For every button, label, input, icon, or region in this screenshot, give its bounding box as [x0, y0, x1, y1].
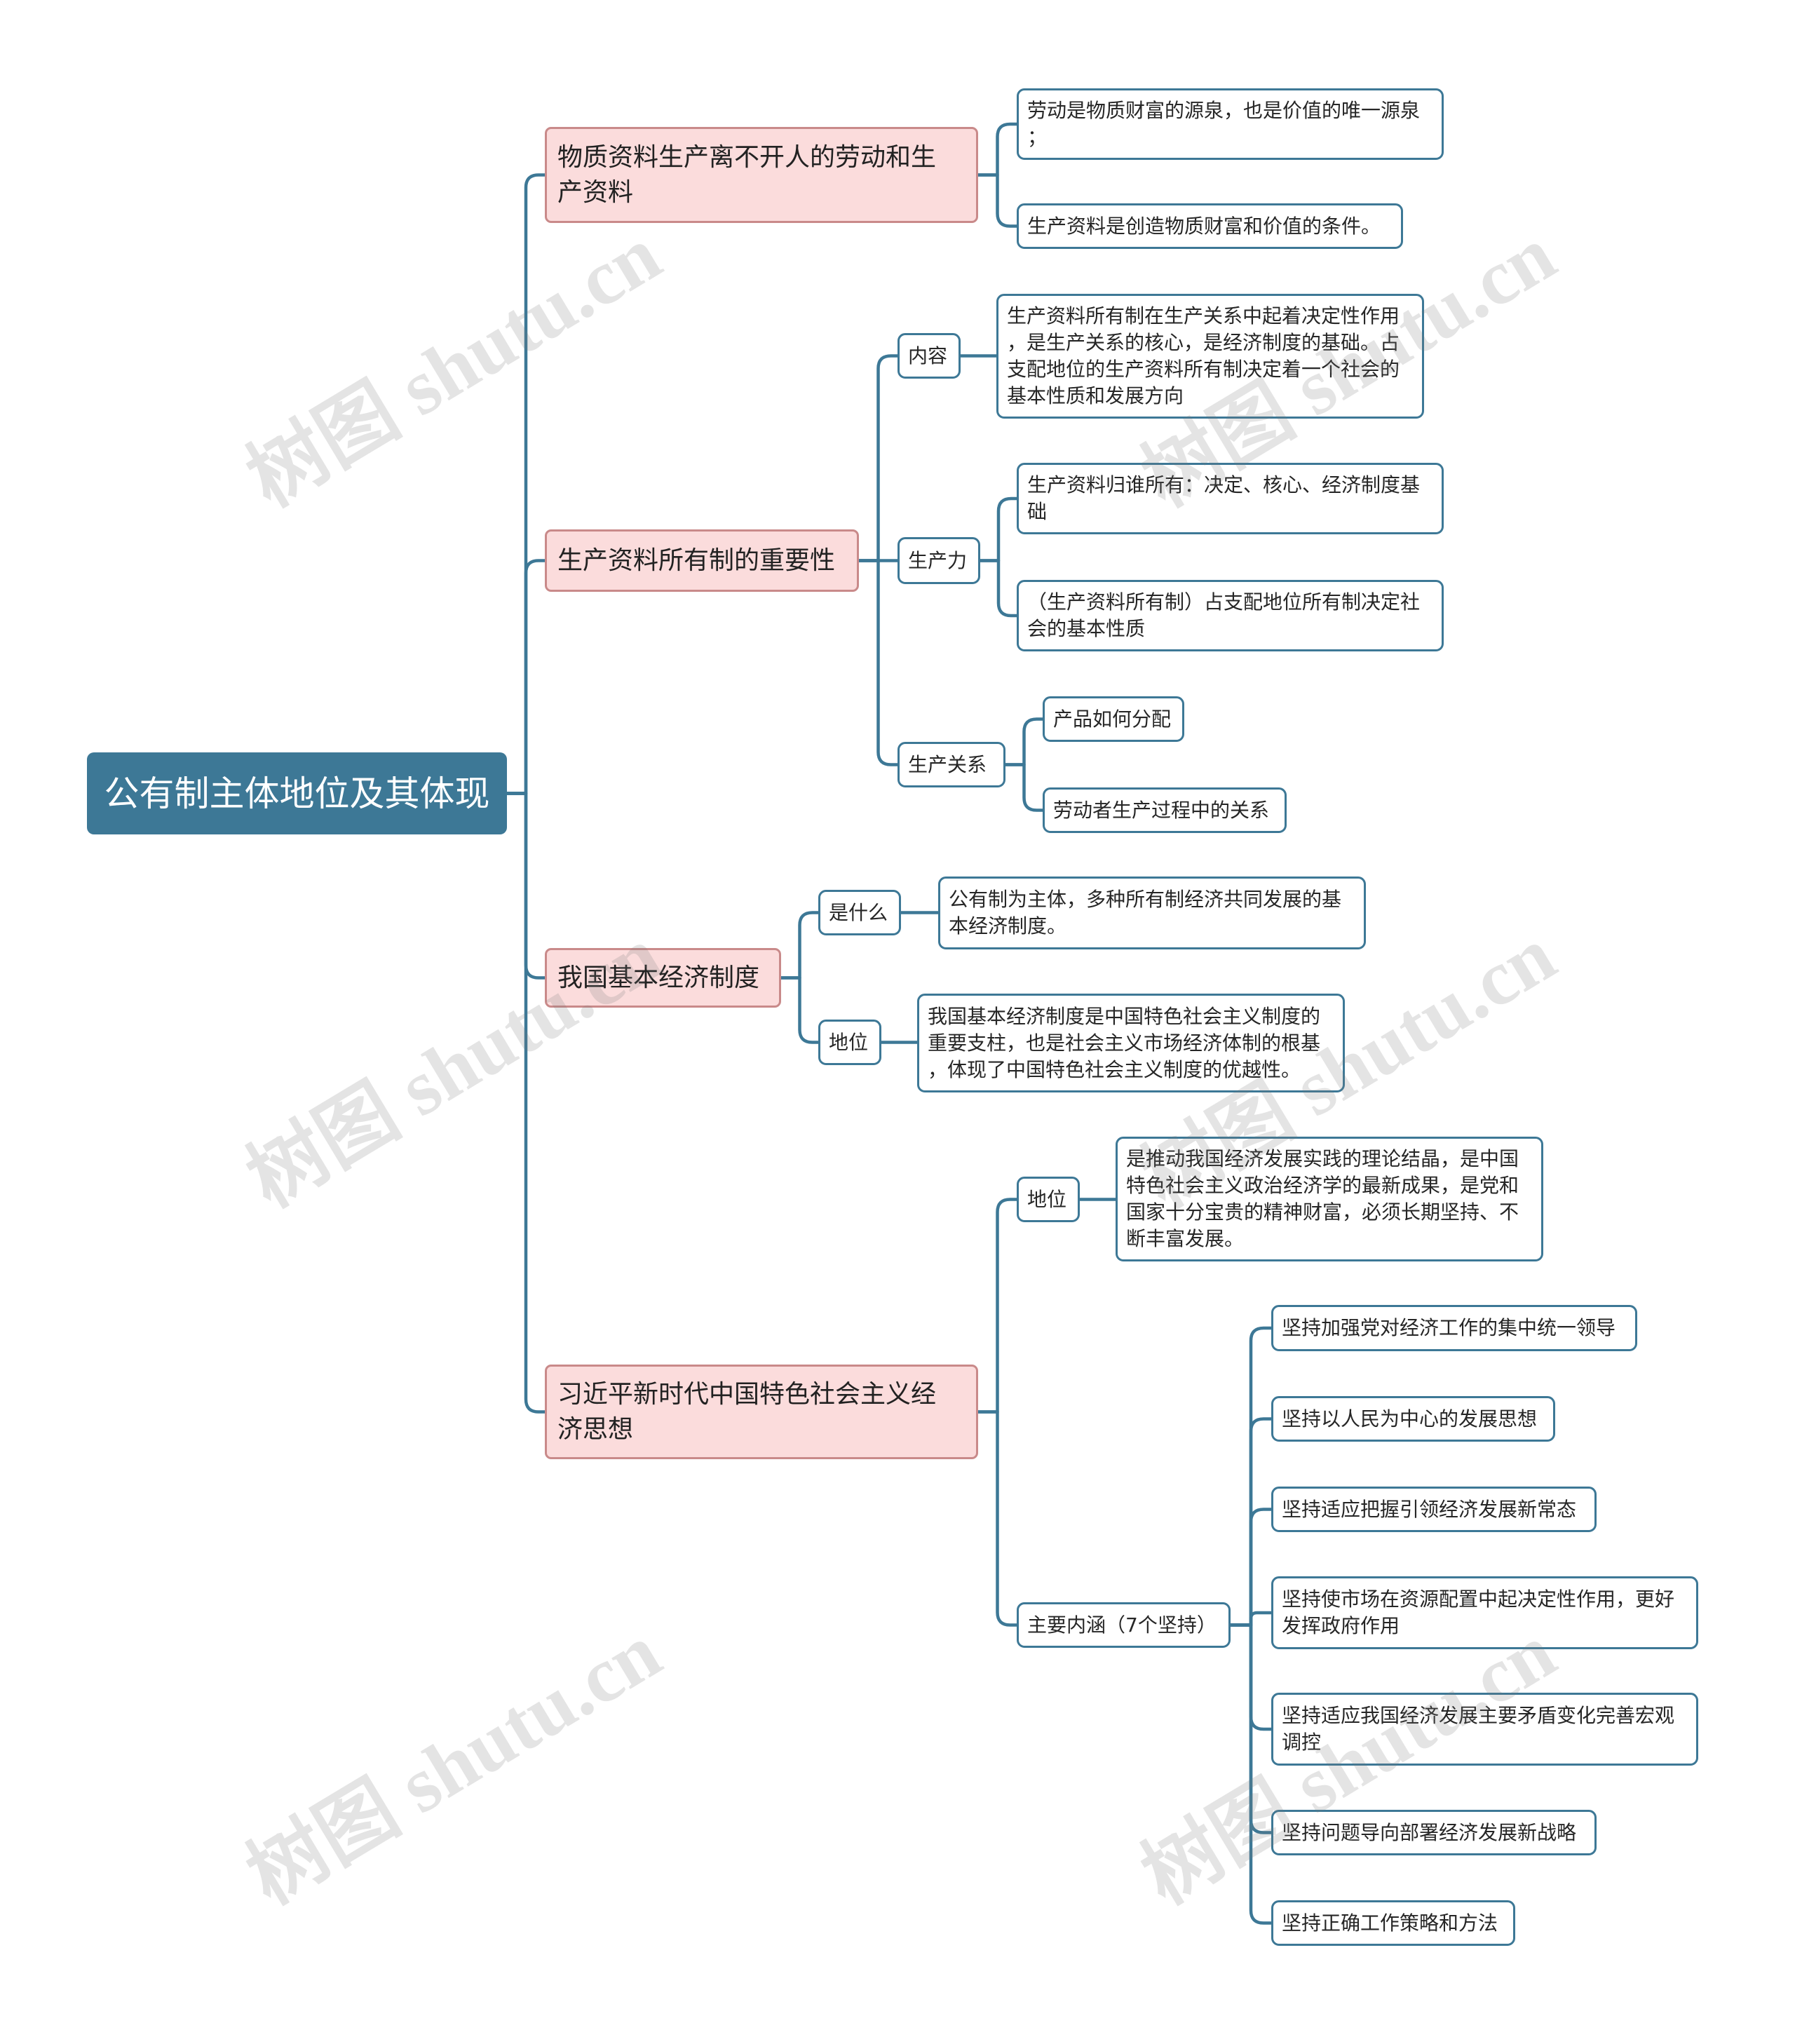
node-text-line: 坚持问题导向部署经济发展新战略 [1282, 1820, 1577, 1844]
node-text-line: 坚持以人民为中心的发展思想 [1282, 1407, 1538, 1430]
node-text-line: 国家十分宝贵的精神财富，必须长期坚持、不 [1126, 1200, 1519, 1224]
connector-line [1003, 717, 1045, 766]
connector-line [1228, 1326, 1273, 1627]
node-text-line: 生产资料所有制的重要性 [557, 546, 836, 575]
central-topic-label: 公有制主体地位及其体现 [104, 773, 490, 814]
node-text-line: 发挥政府作用 [1282, 1614, 1400, 1637]
topic-basic-economic-system: 我国基本经济制度 [545, 948, 781, 1008]
subtopic-product-distribution: 产品如何分配 [1043, 696, 1184, 742]
connector-line [505, 559, 547, 795]
subtopic-persist-5: 坚持适应我国经济发展主要矛盾变化完善宏观 调控 [1271, 1693, 1698, 1766]
connector-line [857, 354, 900, 562]
connector-line [505, 792, 547, 1414]
subtopic-basic-system-status: 我国基本经济制度是中国特色社会主义制度的 重要支柱，也是社会主义市场经济体制的根… [917, 994, 1345, 1092]
connector-line [976, 1410, 1019, 1627]
node-text-line: 产品如何分配 [1053, 707, 1172, 731]
connector-line [779, 976, 820, 1044]
node-text-line: 地位 [1027, 1187, 1067, 1211]
node-text-line: 物质资料生产离不开人的劳动和生 [557, 142, 937, 172]
subtopic-who-owns-means: 生产资料归谁所有：决定、核心、经济制度基 础 [1017, 463, 1444, 534]
node-text-line: 劳动是物质财富的源泉，也是价值的唯一源泉 [1027, 99, 1421, 122]
node-text-line: 产资料 [557, 177, 634, 207]
node-text-line: 是什么 [829, 900, 888, 924]
subtopic-persist-4: 坚持使市场在资源配置中起决定性作用，更好 发挥政府作用 [1271, 1576, 1698, 1649]
connector-line [857, 559, 900, 766]
node-text-line: 基本性质和发展方向 [1007, 384, 1184, 407]
connector-line [505, 173, 547, 795]
node-text-line: 主要内涵（7个坚持） [1027, 1613, 1217, 1637]
node-text-line: 劳动者生产过程中的关系 [1053, 798, 1270, 822]
node-text-line: 坚持正确工作策略和方法 [1282, 1911, 1498, 1935]
node-text-line: 会的基本性质 [1027, 617, 1146, 640]
central-topic: 公有制主体地位及其体现 [87, 752, 507, 834]
node-text-line: 坚持使市场在资源配置中起决定性作用，更好 [1282, 1588, 1675, 1611]
node-text-line: 断丰富发展。 [1126, 1227, 1245, 1250]
label-main-connotation: 主要内涵（7个坚持） [1017, 1602, 1231, 1648]
node-text-line: 特色社会主义政治经济学的最新成果，是党和 [1126, 1174, 1519, 1197]
node-text-line: 生产资料所有制在生产关系中起着决定性作用 [1007, 304, 1400, 327]
label-status: 地位 [818, 1020, 881, 1065]
label-relations-of-production: 生产关系 [898, 742, 1005, 787]
subtopic-thought-status: 是推动我国经济发展实践的理论结晶，是中国 特色社会主义政治经济学的最新成果，是党… [1116, 1137, 1543, 1261]
label-productive-forces: 生产力 [898, 537, 980, 584]
connector-line [976, 122, 1019, 177]
node-text-line: 是推动我国经济发展实践的理论结晶，是中国 [1126, 1147, 1519, 1170]
node-text-line: 习近平新时代中国特色社会主义经 [557, 1379, 937, 1409]
node-text-line: 济思想 [557, 1414, 634, 1444]
subtopic-dominant-ownership-nature: （生产资料所有制）占支配地位所有制决定社 会的基本性质 [1017, 580, 1444, 651]
subtopic-persist-3: 坚持适应把握引领经济发展新常态 [1271, 1487, 1597, 1532]
connector-line [1228, 1417, 1273, 1627]
node-text-line: 生产资料是创造物质财富和价值的条件。 [1027, 214, 1381, 238]
node-text-line: ，体现了中国特色社会主义制度的优越性。 [928, 1057, 1301, 1081]
node-text-line: 支配地位的生产资料所有制决定着一个社会的 [1007, 358, 1400, 381]
node-text-line: 生产关系 [908, 752, 987, 776]
subtopic-persist-6: 坚持问题导向部署经济发展新战略 [1271, 1810, 1597, 1855]
topic-labor-and-means-of-production: 物质资料生产离不开人的劳动和生 产资料 [545, 127, 978, 223]
node-text-line: 重要支柱，也是社会主义市场经济体制的根基 [928, 1031, 1321, 1055]
node-text-line: 地位 [829, 1030, 869, 1054]
subtopic-means-of-production-condition: 生产资料是创造物质财富和价值的条件。 [1017, 203, 1403, 249]
node-text-line: 坚持适应我国经济发展主要矛盾变化完善宏观 [1282, 1704, 1675, 1727]
subtopic-persist-2: 坚持以人民为中心的发展思想 [1271, 1396, 1555, 1442]
label-what-is-it: 是什么 [818, 890, 901, 935]
connector-line [976, 1198, 1019, 1414]
label-status: 地位 [1017, 1177, 1080, 1222]
node-text-line: 生产资料归谁所有：决定、核心、经济制度基 [1027, 473, 1421, 496]
topic-ownership-importance: 生产资料所有制的重要性 [545, 529, 859, 592]
subtopic-labor-source-of-wealth: 劳动是物质财富的源泉，也是价值的唯一源泉 ； [1017, 88, 1444, 160]
node-text-line: 生产力 [908, 548, 968, 572]
subtopic-basic-system-definition: 公有制为主体，多种所有制经济共同发展的基 本经济制度。 [938, 877, 1366, 949]
node-text-line: 内容 [908, 344, 948, 367]
node-text-line: ，是生产关系的核心，是经济制度的基础。占 [1007, 331, 1400, 354]
connector-line [976, 173, 1019, 228]
connector-line [978, 496, 1019, 562]
subtopic-ownership-decisive-role: 生产资料所有制在生产关系中起着决定性作用 ，是生产关系的核心，是经济制度的基础。… [996, 294, 1424, 419]
connector-line [1228, 1611, 1273, 1627]
subtopic-persist-7: 坚持正确工作策略和方法 [1271, 1900, 1515, 1946]
node-text-line: 本经济制度。 [949, 914, 1067, 938]
node-text-line: 础 [1027, 500, 1048, 523]
connector-line [1003, 763, 1045, 812]
connector-line [1228, 1508, 1273, 1627]
subtopic-persist-1: 坚持加强党对经济工作的集中统一领导 [1271, 1305, 1637, 1351]
node-text-line: 公有制为主体，多种所有制经济共同发展的基 [949, 888, 1342, 911]
connector-line [978, 559, 1019, 618]
node-text-line: 坚持适应把握引领经济发展新常态 [1282, 1497, 1577, 1521]
node-text-line: 我国基本经济制度是中国特色社会主义制度的 [928, 1004, 1321, 1028]
node-text-line: 调控 [1282, 1731, 1322, 1754]
node-text-line: 坚持加强党对经济工作的集中统一领导 [1282, 1316, 1616, 1339]
topic-xi-economic-thought: 习近平新时代中国特色社会主义经 济思想 [545, 1365, 978, 1459]
label-content: 内容 [898, 333, 961, 379]
connector-line [1228, 1623, 1273, 1925]
node-text-line: 我国基本经济制度 [557, 963, 760, 992]
subtopic-worker-relations: 劳动者生产过程中的关系 [1043, 787, 1287, 833]
node-text-line: ； [1027, 126, 1048, 149]
node-text-line: （生产资料所有制）占支配地位所有制决定社 [1027, 590, 1421, 614]
connector-line [779, 911, 820, 980]
